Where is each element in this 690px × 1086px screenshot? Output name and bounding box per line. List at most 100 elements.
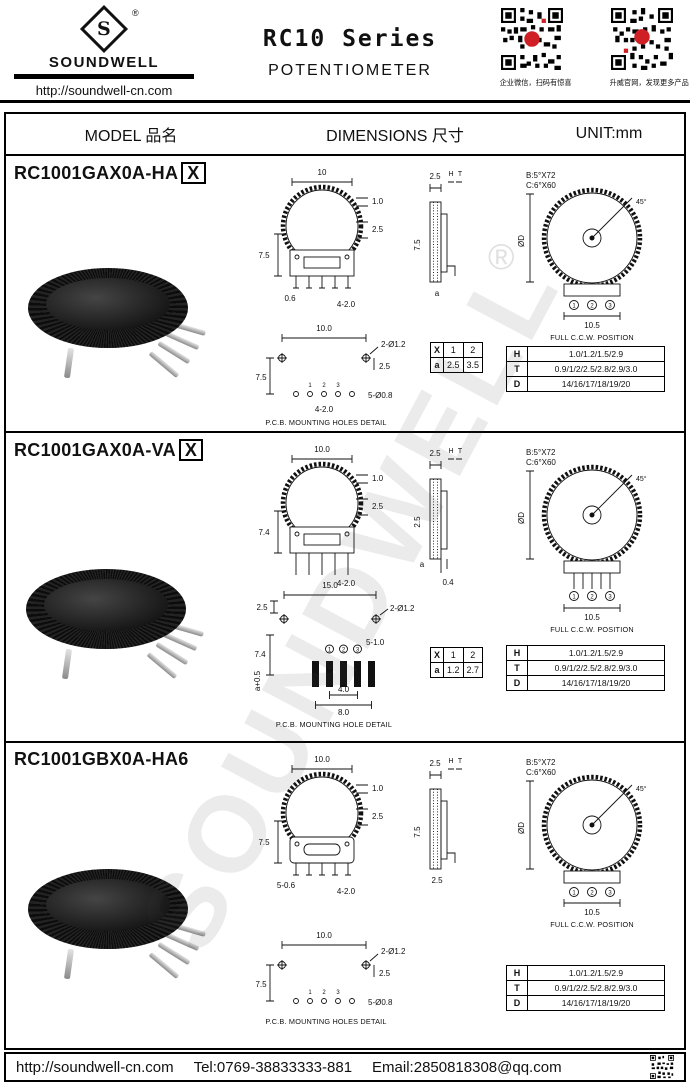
svg-text:10.5: 10.5 <box>584 613 600 622</box>
svg-text:7.4: 7.4 <box>258 528 270 537</box>
svg-text:5-Ø0.8: 5-Ø0.8 <box>368 391 393 400</box>
svg-text:7.5: 7.5 <box>255 373 267 382</box>
svg-text:8.0: 8.0 <box>338 708 350 717</box>
svg-text:5-Ø0.8: 5-Ø0.8 <box>368 998 393 1007</box>
svg-text:2: 2 <box>322 990 326 996</box>
pcb-detail <box>266 941 379 1004</box>
svg-text:5-0.6: 5-0.6 <box>277 881 296 890</box>
svg-text:2-Ø1.2: 2-Ø1.2 <box>381 340 406 349</box>
svg-text:2.5: 2.5 <box>431 876 443 885</box>
svg-text:2.5: 2.5 <box>256 603 268 612</box>
svg-text:ØD: ØD <box>517 822 526 834</box>
qr-website-caption: 升威官网，发现更多产品 <box>609 78 689 87</box>
svg-text:1: 1 <box>572 304 576 310</box>
svg-text:2.5: 2.5 <box>372 225 384 234</box>
front-view <box>274 455 368 575</box>
model-variant-box: X <box>178 439 204 461</box>
svg-text:P.C.B. MOUNTING HOLES DETAIL: P.C.B. MOUNTING HOLES DETAIL <box>265 1017 386 1026</box>
footer-qr-icon <box>650 1055 674 1079</box>
side-view <box>429 458 462 573</box>
svg-text:3: 3 <box>608 891 612 897</box>
photo-wheel-top <box>46 278 170 330</box>
model-text: RC1001GAX0A-VA <box>14 440 176 460</box>
product-photo <box>22 853 222 993</box>
qr-website-icon <box>611 8 673 70</box>
svg-text:1.0: 1.0 <box>372 474 384 483</box>
svg-text:45°: 45° <box>636 198 647 206</box>
svg-text:H: H <box>448 758 453 765</box>
svg-text:4-2.0: 4-2.0 <box>337 579 356 588</box>
table-row: RC1001GBX0A-HA6 <box>6 741 684 1048</box>
svg-text:4-2.0: 4-2.0 <box>315 405 334 414</box>
svg-text:1: 1 <box>328 648 332 654</box>
svg-text:10.5: 10.5 <box>584 321 600 330</box>
product-photo <box>22 252 222 392</box>
qr-wechat-block: 企业微信，扫码有惊喜 <box>496 8 572 88</box>
logo-divider <box>14 74 194 79</box>
svg-text:a+0.5: a+0.5 <box>253 670 262 691</box>
svg-text:7.5: 7.5 <box>258 838 270 847</box>
svg-text:10.0: 10.0 <box>314 755 330 764</box>
header-divider <box>0 100 690 103</box>
svg-text:7.5: 7.5 <box>413 239 422 251</box>
svg-text:B:5°X72: B:5°X72 <box>526 758 556 767</box>
svg-text:10: 10 <box>318 168 327 177</box>
svg-text:4-2.0: 4-2.0 <box>337 300 356 309</box>
dimensions-table: MODEL 品名 DIMENSIONS 尺寸 UNIT:mm RC1001GAX… <box>4 112 686 1050</box>
logo-diamond-icon: S <box>79 4 129 54</box>
svg-text:ØD: ØD <box>517 235 526 247</box>
product-type: POTENTIOMETER <box>268 62 432 79</box>
model-text: RC1001GAX0A-HA <box>14 163 179 183</box>
technical-drawing: 10.0 1.0 2.5 7.5 5-0.6 4-2.0 2.5 H T <box>255 755 646 1026</box>
svg-text:10.0: 10.0 <box>314 445 330 454</box>
company-name: SOUNDWELL <box>48 54 160 71</box>
svg-text:2: 2 <box>322 383 326 389</box>
svg-text:4.0: 4.0 <box>338 685 350 694</box>
svg-text:P.C.B. MOUNTING HOLES DETAIL: P.C.B. MOUNTING HOLES DETAIL <box>265 418 386 427</box>
svg-text:2: 2 <box>590 891 594 897</box>
svg-text:H: H <box>448 171 453 178</box>
svg-text:15.0: 15.0 <box>322 581 338 590</box>
registered-mark: ® <box>132 8 139 18</box>
svg-text:0.6: 0.6 <box>284 294 296 303</box>
qr-website-block: 升威官网，发现更多产品 <box>606 8 689 88</box>
column-unit: UNIT:mm <box>575 125 643 142</box>
svg-text:2.5: 2.5 <box>413 516 422 528</box>
svg-text:1.0: 1.0 <box>372 197 384 206</box>
photo-wheel-top <box>46 879 170 931</box>
svg-text:B:5°X72: B:5°X72 <box>526 448 556 457</box>
document-title-block: RC10 Series POTENTIOMETER <box>230 26 470 80</box>
svg-text:2.5: 2.5 <box>379 969 391 978</box>
svg-text:1: 1 <box>308 383 312 389</box>
series-title: RC10 Series <box>262 26 438 52</box>
svg-text:7.5: 7.5 <box>255 980 267 989</box>
product-photo <box>20 553 220 693</box>
svg-text:ØD: ØD <box>517 512 526 524</box>
side-view <box>429 768 462 870</box>
svg-text:1.0: 1.0 <box>372 784 384 793</box>
column-dimensions: DIMENSIONS 尺寸 <box>326 128 464 145</box>
pcb-detail <box>266 334 379 397</box>
svg-text:C:6°X60: C:6°X60 <box>526 181 556 190</box>
model-name: RC1001GBX0A-HA6 <box>14 749 189 770</box>
svg-text:2.5: 2.5 <box>429 449 441 458</box>
svg-text:1: 1 <box>572 891 576 897</box>
svg-text:5-1.0: 5-1.0 <box>366 638 385 647</box>
ccw-view <box>526 464 643 612</box>
svg-text:4-2.0: 4-2.0 <box>337 887 356 896</box>
svg-text:2-Ø1.2: 2-Ø1.2 <box>381 947 406 956</box>
svg-text:3: 3 <box>608 304 612 310</box>
svg-text:2.5: 2.5 <box>429 172 441 181</box>
svg-text:2.5: 2.5 <box>379 362 391 371</box>
front-view <box>274 178 368 289</box>
svg-text:10.0: 10.0 <box>316 931 332 940</box>
qr-wechat-icon <box>501 8 563 70</box>
svg-text:2.5: 2.5 <box>429 759 441 768</box>
